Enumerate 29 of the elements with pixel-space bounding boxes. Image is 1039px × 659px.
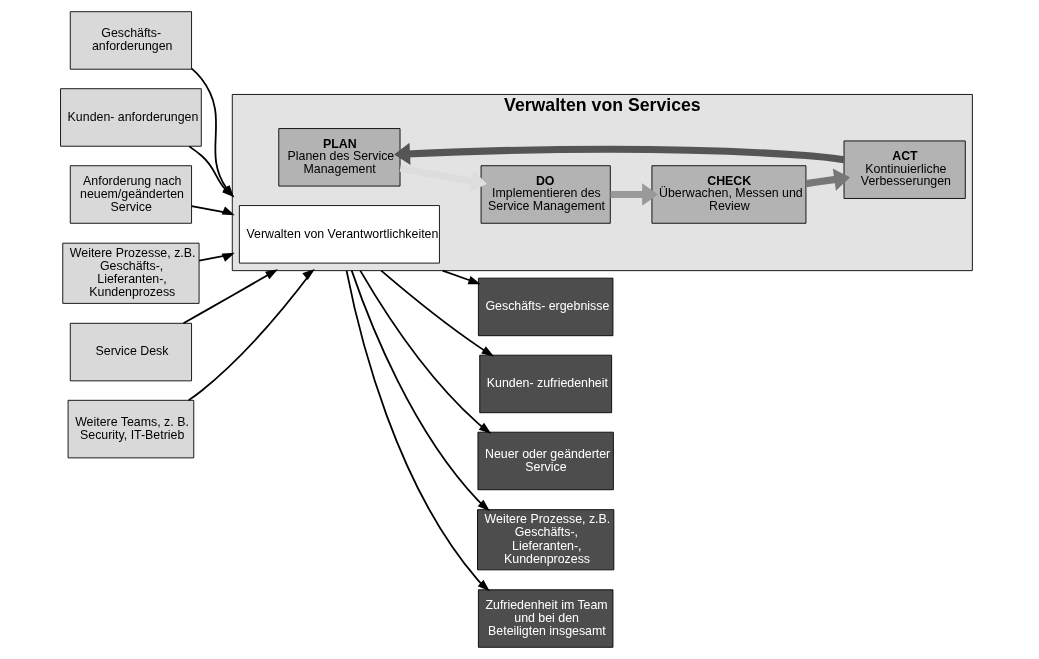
node-box: Geschäfts- ergebnisse xyxy=(477,277,613,337)
node-box: CHECK Überwachen, Messen und Review xyxy=(650,165,806,224)
arrow xyxy=(345,269,490,592)
arrow xyxy=(197,252,235,262)
node-box: Service Desk xyxy=(69,322,192,382)
arrow xyxy=(187,268,315,402)
node-box: Neuer oder geänderter Service xyxy=(477,431,614,491)
arrow xyxy=(393,142,844,165)
arrow xyxy=(399,164,487,193)
arrow xyxy=(441,269,481,285)
arrow xyxy=(379,269,494,357)
node-box: Anforderung nach neuem/geänderten Service xyxy=(69,165,192,224)
arrow xyxy=(190,205,235,216)
arrow xyxy=(805,168,850,191)
node-box: Verwalten von Verantwortlichkeiten xyxy=(238,205,440,264)
node-box: PLAN Planen des Service Management xyxy=(277,128,400,187)
arrow xyxy=(610,183,658,206)
node-box: DO Implementieren des Service Management xyxy=(480,165,611,224)
node-box: Zufriedenheit im Team und bei den Beteiligten insgesamt xyxy=(477,589,613,648)
node-box: Weitere Prozesse, z.B. Geschäfts-, Lieferanten-, Kundenprozess xyxy=(476,509,614,571)
node-box: Kunden- zufriedenheit xyxy=(478,354,612,414)
node-box: Weitere Prozesse, z.B. Geschäfts-, Lieferanten-, Kundenprozess xyxy=(61,242,200,304)
node-box: Weitere Teams, z. B. Security, IT-Betrieb xyxy=(67,399,194,459)
arrow xyxy=(358,269,491,434)
arrow xyxy=(182,269,278,325)
node-box: ACT Kontinuierliche Verbesserungen xyxy=(843,140,966,199)
arrow xyxy=(350,269,490,512)
node-box: Kunden- anforderungen xyxy=(59,88,202,147)
node-box: Geschäfts- anforderungen xyxy=(69,11,192,70)
